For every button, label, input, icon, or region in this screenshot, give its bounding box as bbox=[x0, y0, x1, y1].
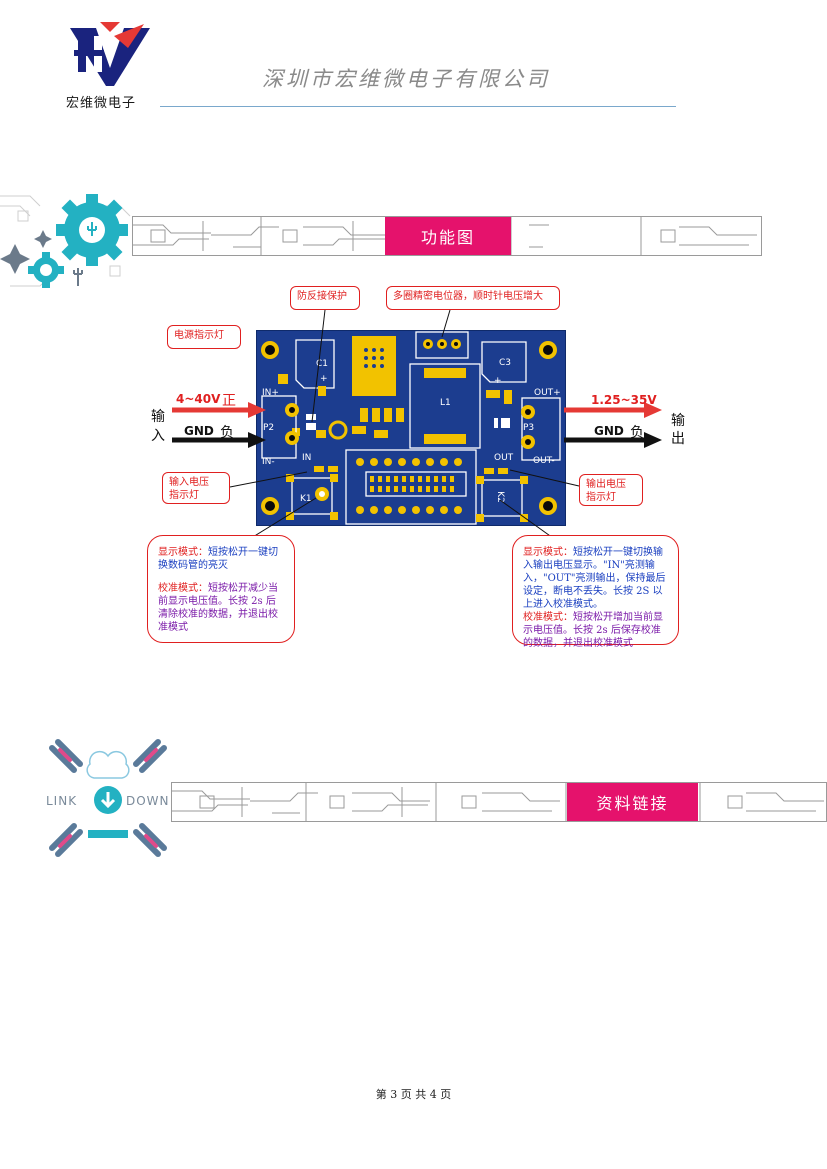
section1-title: 功能图 bbox=[385, 217, 511, 255]
output-led-callout: 输出电压 指示灯 bbox=[579, 474, 643, 506]
pcb-label-plus3: + bbox=[494, 376, 502, 386]
k2-calib-title: 校准模式： bbox=[523, 612, 573, 623]
pcb-label-k1: K1 bbox=[300, 494, 312, 504]
pcb-label-out-plus: OUT+ bbox=[534, 388, 561, 398]
k1-calib-title: 校准模式： bbox=[158, 583, 208, 594]
input-word-2: 入 bbox=[151, 428, 165, 444]
potentiometer-callout: 多圈精密电位器，顺时针电压增大 bbox=[386, 286, 560, 310]
input-word-1: 输 bbox=[151, 409, 165, 425]
input-gnd-label: GND bbox=[184, 424, 214, 438]
k2-mode-callout: 显示模式：短按松开一键切换输入输出电压显示。"IN"亮测输入，"OUT"亮测输出… bbox=[512, 535, 679, 649]
k2-display-title: 显示模式： bbox=[523, 547, 573, 558]
company-logo bbox=[70, 18, 150, 90]
output-led-line1: 输出电压 bbox=[586, 479, 626, 490]
pcb-label-l1: L1 bbox=[440, 398, 451, 408]
pcb-label-in: IN bbox=[302, 453, 312, 463]
link-icon-label: LINK bbox=[46, 794, 78, 808]
output-gnd-label: GND bbox=[594, 424, 624, 438]
input-negative-label: 负 bbox=[220, 425, 234, 441]
pcb-label-c1: C1 bbox=[316, 359, 329, 369]
company-name: 深圳市宏维微电子有限公司 bbox=[262, 67, 550, 91]
k2-calib-text: 短按松开增加当前显示电压值。长按 2s 后保存校准的数据，并退出校准模式 bbox=[523, 612, 663, 649]
output-voltage-label: 1.25~35V bbox=[591, 393, 657, 407]
logo-text: 宏维微电子 bbox=[66, 96, 137, 111]
pcb-board bbox=[255, 329, 567, 527]
pcb-label-p3: P3 bbox=[523, 423, 535, 433]
section2-title: 资料链接 bbox=[567, 783, 698, 821]
input-voltage-label: 4~40V bbox=[176, 392, 221, 406]
output-word-1: 输 bbox=[671, 413, 685, 429]
k1-calib-text: 短按松开减少当前显示电压值。长按 2s 后清除校准的数据，并退出校准模式 bbox=[158, 583, 278, 633]
gear-icon bbox=[0, 186, 140, 301]
reverse-protect-callout: 防反接保护 bbox=[290, 286, 360, 310]
k2-display-text: 短按松开一键切换输入输出电压显示。"IN"亮测输入，"OUT"亮测输出，保持最后… bbox=[523, 547, 666, 610]
power-led-callout: 电源指示灯 bbox=[167, 325, 241, 349]
pcb-label-out-minus: OUT- bbox=[533, 456, 555, 466]
k1-display-title: 显示模式： bbox=[158, 547, 208, 558]
link-download-icon bbox=[44, 734, 172, 862]
pcb-label-plus1: + bbox=[320, 374, 328, 384]
pcb-label-in-plus: IN+ bbox=[262, 388, 279, 398]
section2-banner bbox=[171, 782, 827, 822]
input-led-line1: 输入电压 bbox=[169, 477, 209, 488]
output-word-2: 出 bbox=[671, 431, 685, 447]
pcb-label-in-minus: IN- bbox=[262, 457, 275, 467]
callout-lines bbox=[229, 309, 580, 541]
input-positive-label: 正 bbox=[222, 393, 236, 409]
down-icon-label: DOWN bbox=[126, 794, 170, 808]
output-negative-label: 负 bbox=[630, 425, 644, 441]
input-arrows bbox=[172, 402, 266, 448]
pcb-label-p2: P2 bbox=[263, 423, 275, 433]
k1-mode-callout: 显示模式：短按松开一键切换数码管的亮灭 校准模式：短按松开减少当前显示电压值。长… bbox=[147, 535, 295, 643]
input-led-line2: 指示灯 bbox=[169, 490, 199, 501]
k1-display-text: 短按松开一键切换数码管的亮灭 bbox=[158, 547, 278, 571]
output-arrows bbox=[564, 402, 662, 448]
pcb-label-c3: C3 bbox=[499, 358, 512, 368]
header-divider bbox=[160, 106, 676, 107]
pcb-label-out: OUT bbox=[494, 453, 514, 463]
output-led-line2: 指示灯 bbox=[586, 492, 616, 503]
input-led-callout: 输入电压 指示灯 bbox=[162, 472, 230, 504]
page-number: 第 3 页 共 4 页 bbox=[375, 1088, 452, 1101]
